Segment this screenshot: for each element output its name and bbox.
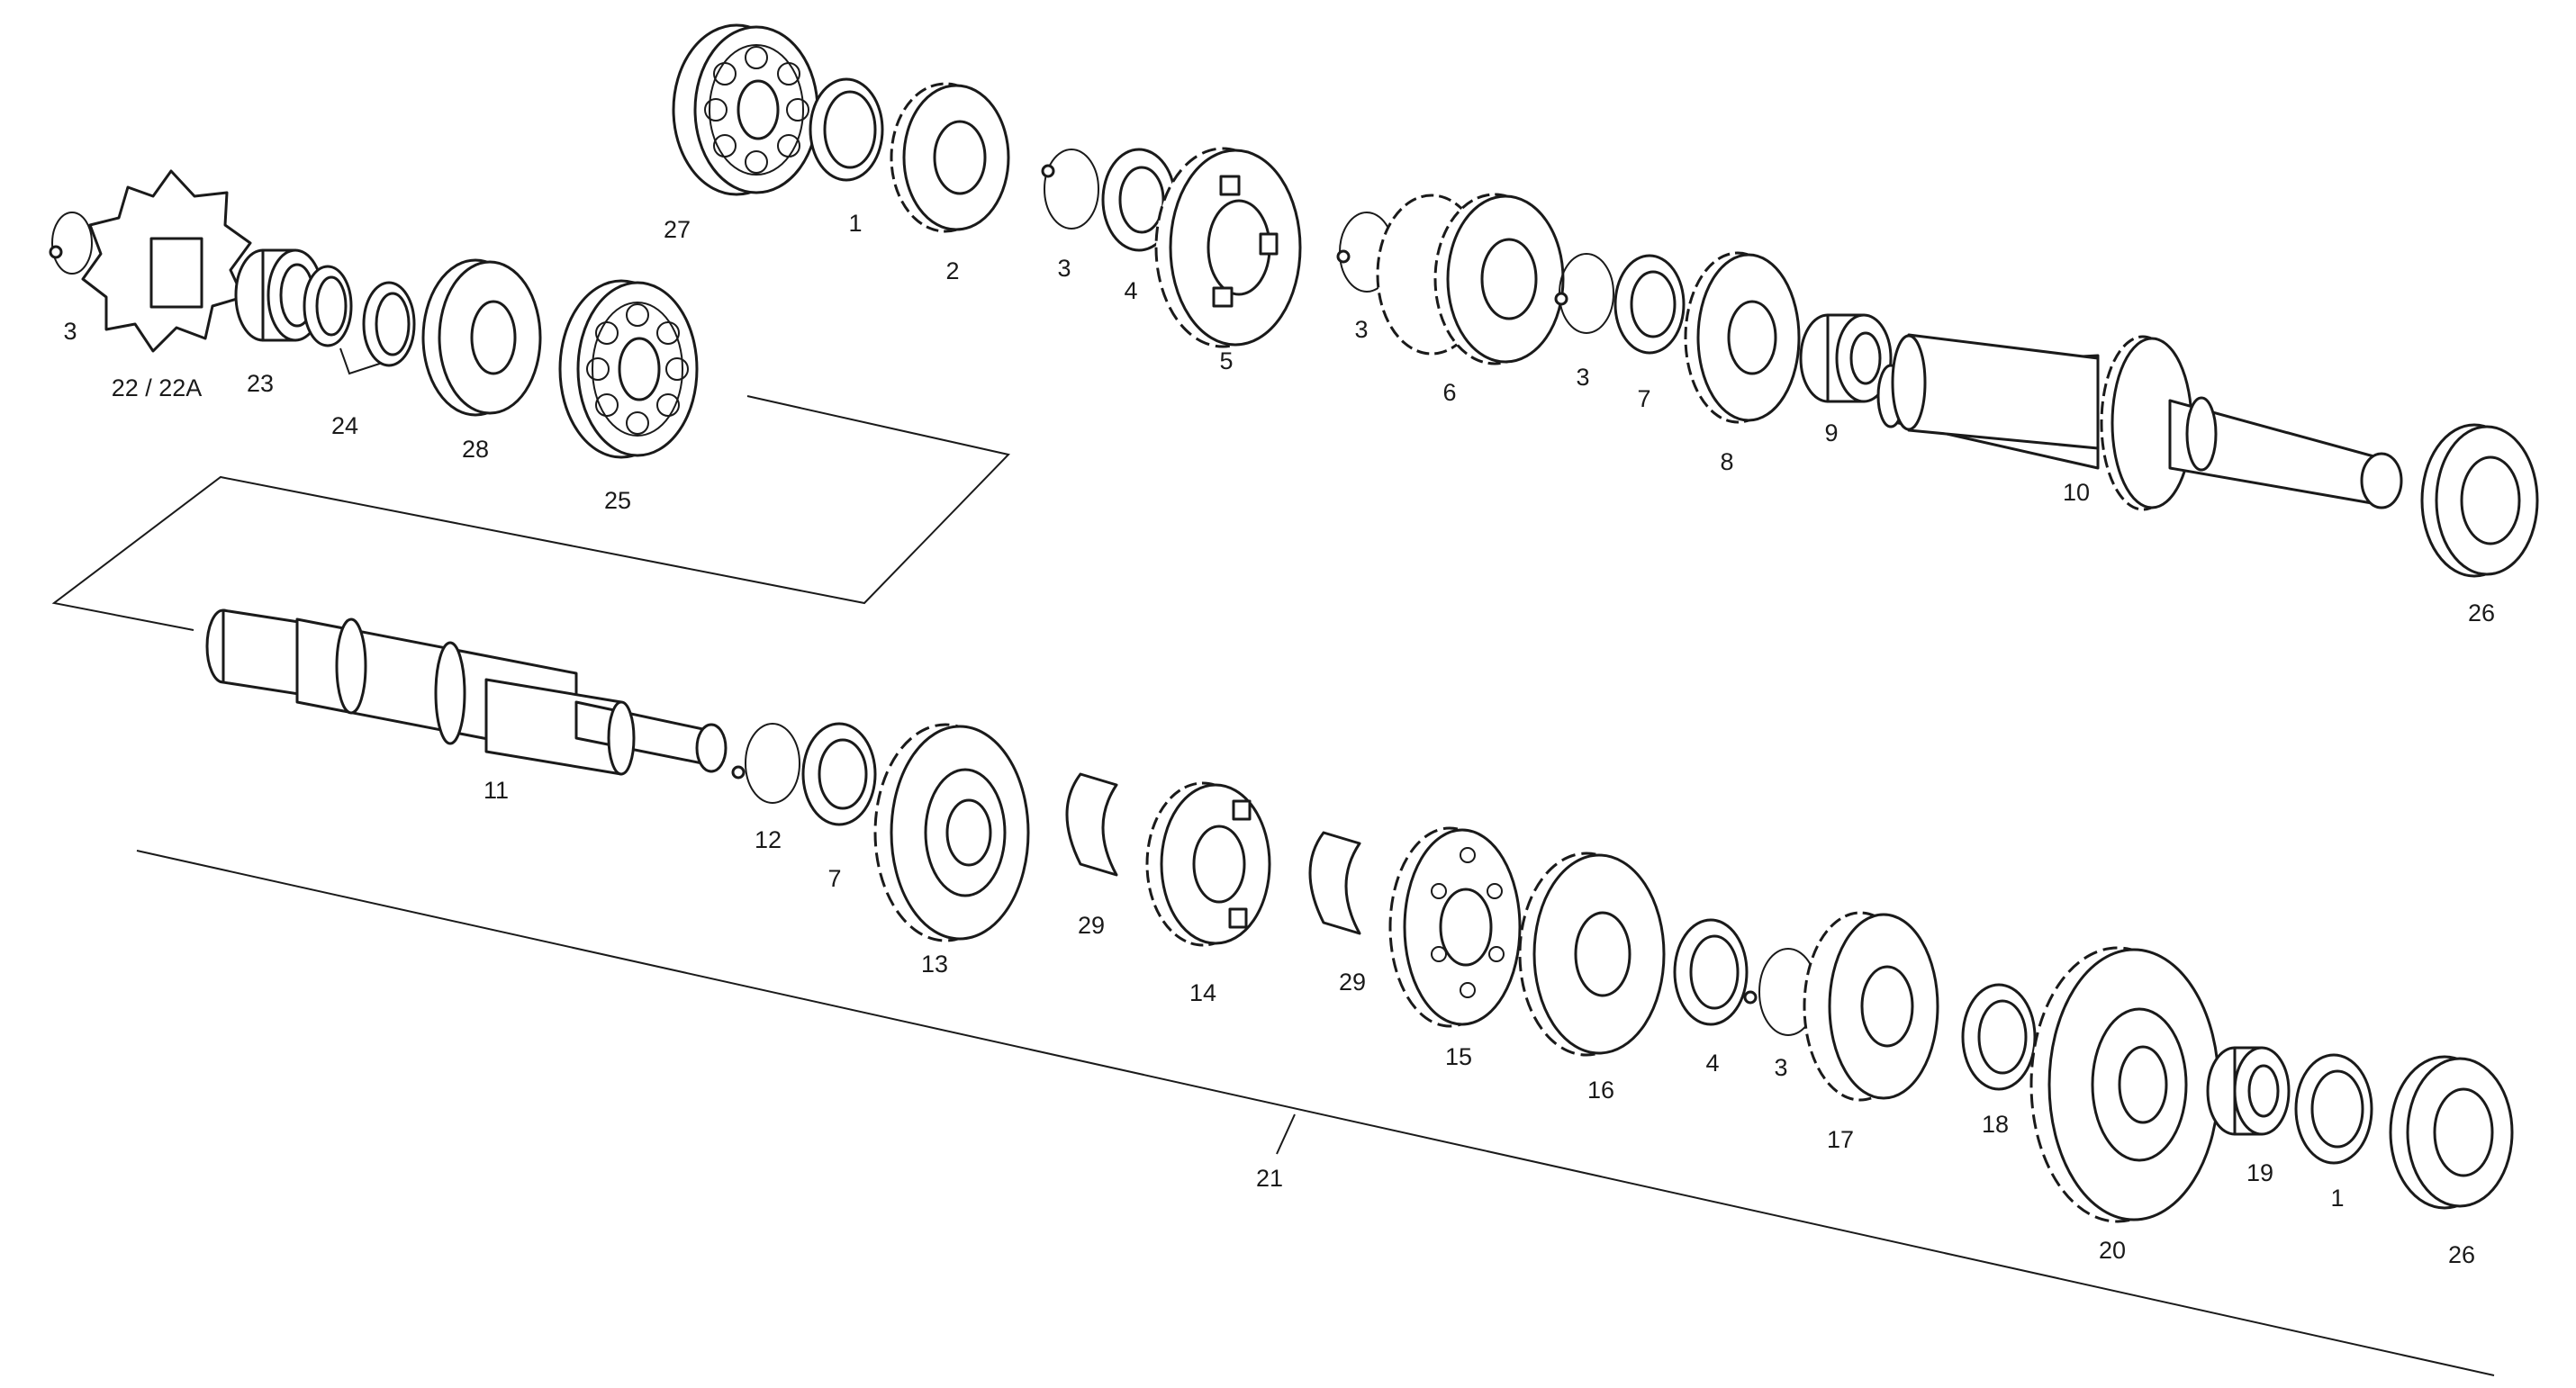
washer-4-lower (1673, 918, 1749, 1026)
callout-c28: 28 (462, 436, 489, 463)
gear-6 (1376, 193, 1565, 365)
lower-shaft-assembly (205, 608, 2514, 1223)
gear-17 (1803, 911, 1939, 1102)
sprocket-assembly (49, 169, 699, 459)
callout-c20: 20 (2099, 1237, 2126, 1264)
leader-21 (1276, 1113, 1296, 1155)
bearing-27 (672, 23, 819, 196)
circlip-12 (731, 723, 800, 804)
gear-15 (1388, 826, 1522, 1028)
callout-c9: 9 (1824, 419, 1838, 446)
bearing-26-upper (2420, 423, 2539, 578)
washer-7-lower (801, 722, 877, 826)
o-rings-24 (303, 265, 416, 367)
callout-c4b: 4 (1705, 1050, 1719, 1077)
callout-c12: 12 (755, 826, 782, 853)
callout-c5: 5 (1219, 347, 1233, 374)
callout-c11: 11 (484, 777, 509, 804)
callout-c10: 10 (2063, 479, 2090, 506)
sprocket-22 (81, 169, 252, 353)
circlip-3-d (49, 212, 93, 275)
gear-16 (1518, 852, 1666, 1057)
callout-c16: 16 (1587, 1077, 1614, 1104)
gear-8 (1684, 251, 1801, 424)
ring-1-lower (2294, 1053, 2373, 1165)
callout-c29a: 29 (1078, 912, 1105, 939)
callout-c29b: 29 (1339, 969, 1366, 996)
gear-5 (1154, 147, 1302, 348)
washer-7-upper (1613, 254, 1686, 355)
callout-c24: 24 (331, 412, 358, 439)
callout-c1a: 1 (848, 210, 862, 237)
bearing-26-lower (2389, 1055, 2514, 1210)
gear-13 (873, 723, 1030, 942)
callout-c8: 8 (1720, 448, 1733, 475)
seal-28 (421, 258, 542, 417)
needle-cage-9 (1799, 313, 1893, 403)
callout-c21: 21 (1256, 1165, 1283, 1192)
callout-c6: 6 (1442, 379, 1456, 406)
callout-c3e: 3 (1774, 1054, 1787, 1081)
gear-20 (2029, 946, 2220, 1223)
callout-c26a: 26 (2468, 599, 2495, 626)
callout-c15: 15 (1445, 1043, 1472, 1070)
callout-c3a: 3 (1057, 255, 1071, 282)
callout-c18: 18 (1982, 1111, 2009, 1138)
upper-shaft-assembly (672, 23, 2539, 578)
callout-c3c: 3 (1576, 364, 1589, 391)
needle-cage-19 (2206, 1046, 2291, 1136)
needle-bearing-29-b (1308, 831, 1361, 935)
callout-c27: 27 (664, 216, 691, 243)
callout-c22: 22 / 22A (112, 374, 203, 401)
callout-c7a: 7 (1637, 385, 1650, 412)
shaft-reference-bracket (51, 395, 1010, 631)
washer-4-upper (1101, 148, 1177, 252)
gear-2 (890, 82, 1010, 233)
callout-c7b: 7 (827, 865, 841, 892)
reference-lines (51, 347, 2495, 1376)
callout-c1b: 1 (2330, 1185, 2344, 1212)
washer-18 (1961, 983, 2037, 1091)
callout-c23: 23 (247, 370, 274, 397)
callout-c17: 17 (1827, 1126, 1854, 1153)
bearing-25 (558, 279, 699, 459)
gear-14 (1145, 781, 1271, 947)
callout-c19: 19 (2246, 1159, 2273, 1186)
circlip-3-c (1554, 253, 1614, 334)
callout-c13: 13 (921, 951, 948, 978)
callout-c25: 25 (604, 487, 631, 514)
callout-c26b: 26 (2448, 1241, 2475, 1268)
callout-c2: 2 (945, 257, 959, 284)
callout-c14: 14 (1189, 979, 1216, 1006)
callout-c4a: 4 (1124, 277, 1137, 304)
callout-c3b: 3 (1354, 316, 1368, 343)
shaft-10 (1876, 333, 2403, 511)
shaft-11 (205, 608, 728, 776)
assembly-baseline (136, 850, 2495, 1376)
callout-c3d: 3 (63, 318, 77, 345)
ring-1-upper (809, 77, 884, 182)
circlip-3-a (1041, 149, 1099, 230)
needle-bearing-29-a (1065, 772, 1118, 877)
